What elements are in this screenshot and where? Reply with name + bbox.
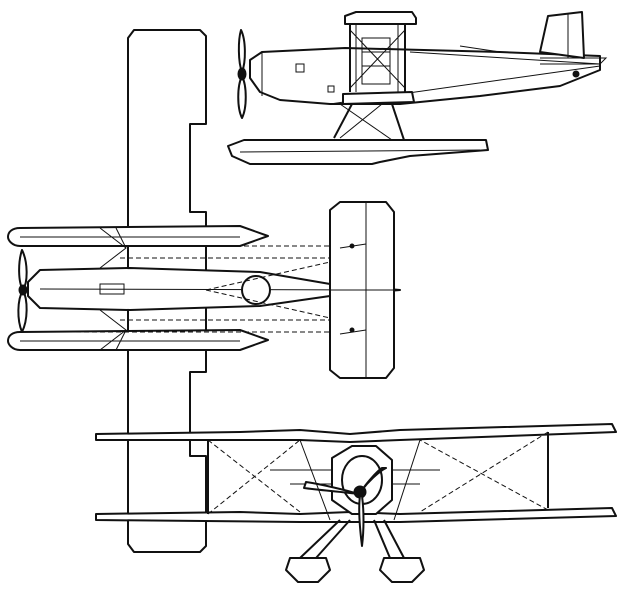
side-float <box>227 139 489 165</box>
top-struts <box>60 227 331 351</box>
top-floats <box>7 225 269 351</box>
side-view <box>227 11 608 165</box>
side-lower-wing <box>342 91 415 105</box>
side-tail <box>539 11 608 78</box>
side-float-struts <box>333 103 405 141</box>
top-view <box>7 29 401 553</box>
front-float-struts <box>299 439 421 559</box>
side-upper-wing <box>344 11 417 25</box>
top-propeller <box>17 249 28 333</box>
side-fuselage <box>249 47 601 105</box>
front-upper-wing <box>95 423 617 443</box>
side-window <box>295 63 305 73</box>
front-propeller <box>303 467 387 547</box>
side-propeller <box>237 29 247 119</box>
front-view <box>95 423 617 583</box>
front-floats <box>285 557 425 583</box>
top-cockpit <box>241 275 271 305</box>
top-tailplane <box>329 201 395 379</box>
